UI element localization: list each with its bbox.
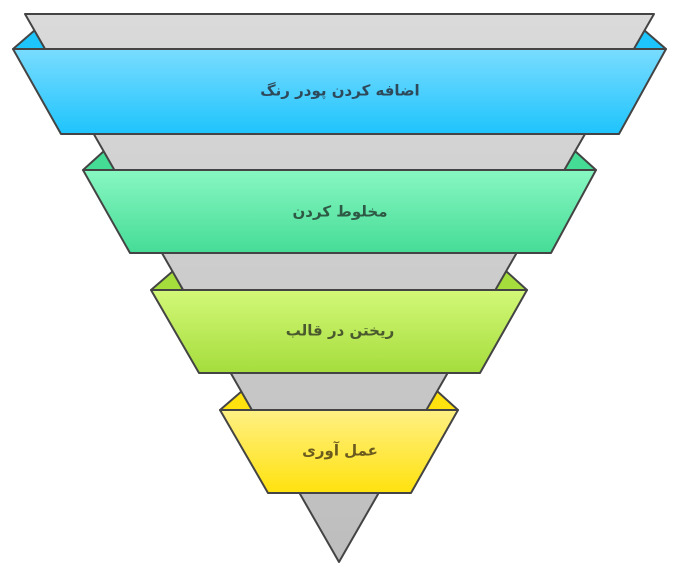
stage-band-4 bbox=[219, 409, 459, 494]
stage-band-1 bbox=[12, 48, 667, 135]
stage-band-2 bbox=[82, 169, 597, 254]
stage-band-3 bbox=[150, 289, 528, 374]
stage-label-4: عمل آوری bbox=[302, 442, 378, 460]
stage-label-1: اضافه کردن پودر رنگ bbox=[260, 82, 419, 101]
stage-label-2: مخلوط کردن bbox=[293, 203, 388, 221]
funnel-body bbox=[24, 13, 655, 563]
stage-label-3: ریختن در قالب bbox=[286, 322, 394, 340]
